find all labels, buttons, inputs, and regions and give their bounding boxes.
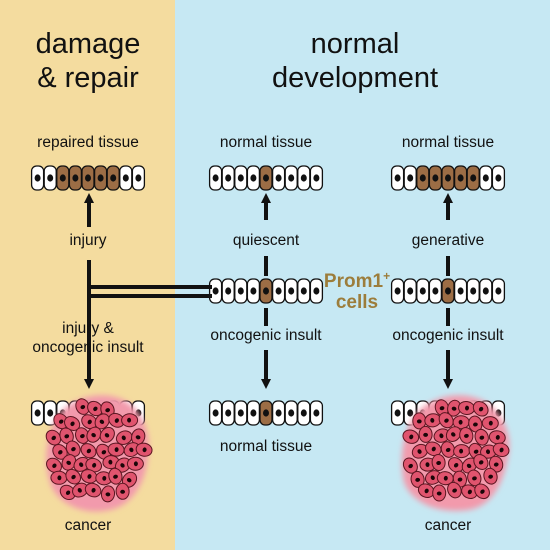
prom1-text: Prom1 [323, 271, 384, 292]
generative-label: generative [411, 232, 485, 249]
normal-tissue-row-mid-bottom [208, 400, 324, 426]
link-bracket [87, 260, 212, 356]
cancer-mass-right [400, 395, 512, 511]
repaired-tissue-row [30, 165, 146, 191]
normal-tissue-label-right-top: normal tissue [401, 134, 495, 151]
repaired-tissue-label: repaired tissue [37, 134, 139, 151]
prom1-cells-label: Prom1+ cells [324, 266, 390, 313]
damage-repair-heading-line1: damage [35, 28, 141, 60]
normal-tissue-row-right-top [390, 165, 506, 191]
normal-tissue-label-mid-bottom: normal tissue [219, 438, 313, 455]
oncogenic-insult-label-right: oncogenic insult [392, 327, 504, 344]
injury-label: injury [69, 232, 107, 249]
arrows [84, 193, 453, 389]
normal-development-heading-line1: normal [310, 28, 400, 60]
oncogenic-insult-label-mid: oncogenic insult [210, 327, 322, 344]
cells-text: cells [335, 292, 379, 313]
normal-development-heading-line2: development [271, 62, 439, 94]
prom1-superscript: + [383, 269, 391, 283]
cancer-label-left: cancer [64, 517, 112, 534]
cancer-label-right: cancer [424, 517, 472, 534]
injury-oncogenic-label-line2: oncogenic insult [32, 339, 144, 356]
prom1-tissue-row-right [390, 278, 506, 304]
prom1-tissue-row-mid [208, 278, 324, 304]
quiescent-label: quiescent [232, 232, 300, 249]
normal-tissue-label-mid-top: normal tissue [219, 134, 313, 151]
injury-oncogenic-label-line1: injury & [62, 320, 114, 337]
cancer-mass-left [42, 395, 154, 512]
damage-repair-heading-line2: & repair [37, 62, 139, 94]
normal-tissue-row-mid-top [208, 165, 324, 191]
